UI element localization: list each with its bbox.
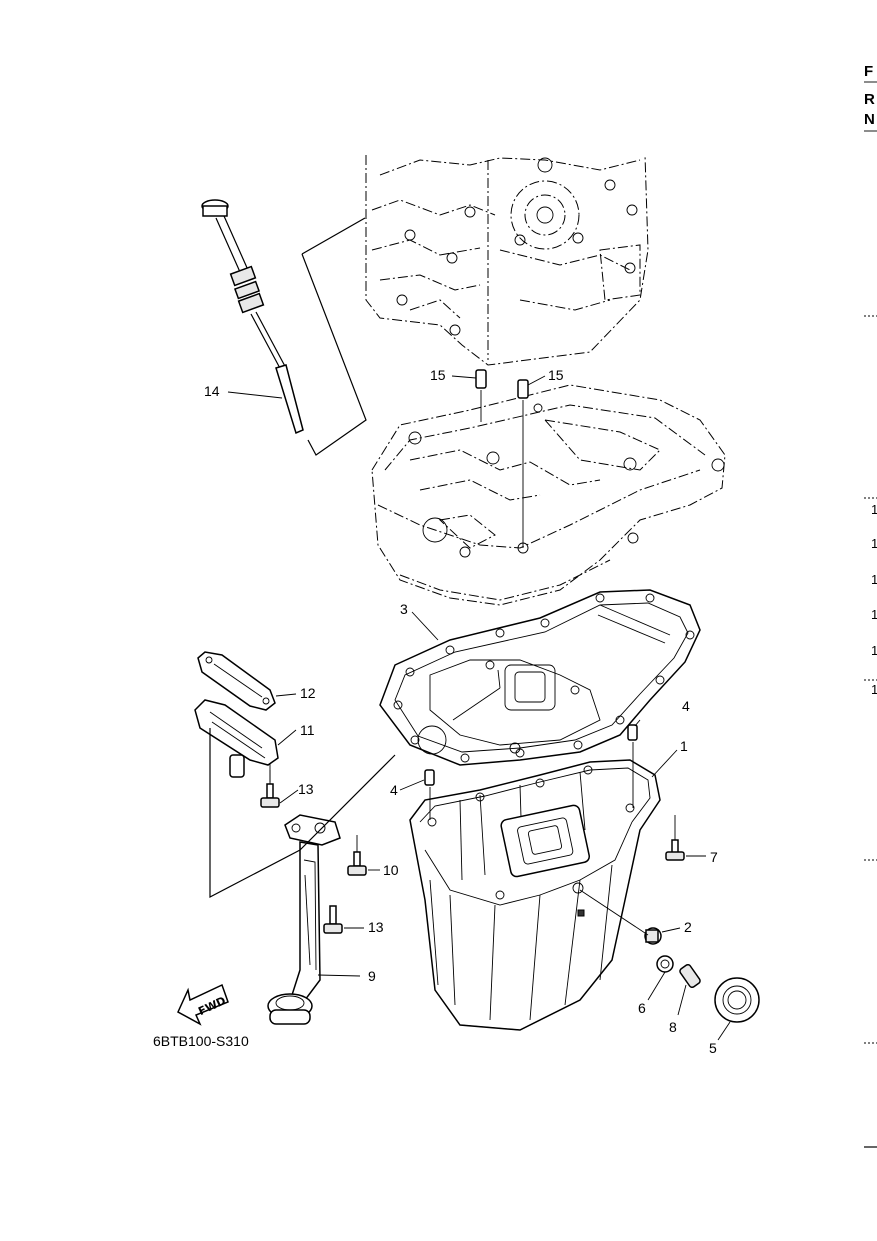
- callout-11: 11: [300, 722, 315, 738]
- bolts: [260, 757, 706, 934]
- edge-number-3: 1: [871, 572, 877, 587]
- oil-pan-part-1: [409, 724, 661, 1031]
- callout-3: 3: [400, 601, 408, 617]
- callout-13-top: 13: [298, 781, 314, 797]
- callout-9: 9: [368, 968, 376, 984]
- callout-8: 7: [710, 849, 718, 865]
- edge-number-6: 1: [871, 682, 877, 697]
- gasket-part-3: [379, 589, 701, 766]
- right-edge-fragment: F R N 1 1 1 1 1 1: [864, 63, 877, 1148]
- dipstick-part-14: [201, 199, 367, 456]
- edge-letter-2: R: [864, 91, 875, 108]
- callout-10: 10: [383, 862, 399, 878]
- callout-15-left: 15: [430, 367, 446, 383]
- edge-letter-1: F: [864, 63, 873, 80]
- edge-number-4: 1: [871, 607, 877, 622]
- dowel-pins-part-15: [475, 369, 529, 548]
- callout-15-right: 15: [548, 367, 564, 383]
- callout-12: 12: [300, 685, 316, 701]
- callout-labels: 15 15 14 3 12 11 4 1 4 13 7 10 2 13 9 6 …: [204, 367, 718, 1056]
- edge-letter-3: N: [864, 111, 875, 128]
- edge-number-5: 1: [871, 643, 877, 658]
- callout-2: 2: [684, 919, 692, 935]
- callout-5: 5: [709, 1040, 717, 1056]
- callout-1: 1: [680, 738, 688, 754]
- oil-strainer-part-9: [267, 814, 361, 1025]
- edge-number-1: 1: [871, 502, 877, 517]
- engine-block-phantom: [365, 154, 649, 366]
- callout-14: 14: [204, 383, 220, 399]
- callout-13-bottom: 13: [368, 919, 384, 935]
- edge-number-2: 1: [871, 536, 877, 551]
- exhaust-guide-phantom: [371, 384, 726, 606]
- callout-6: 8: [669, 1019, 677, 1035]
- drawing-code: 6BTB100-S310: [153, 1033, 249, 1049]
- leader-lines: [209, 375, 678, 898]
- callout-7: 6: [638, 1000, 646, 1016]
- drain-parts: [579, 889, 760, 1041]
- fwd-arrow: FWD: [177, 983, 229, 1026]
- cover-plates-11-12: [194, 651, 297, 782]
- callout-4-right: 4: [682, 698, 690, 714]
- callout-4-left: 4: [390, 782, 398, 798]
